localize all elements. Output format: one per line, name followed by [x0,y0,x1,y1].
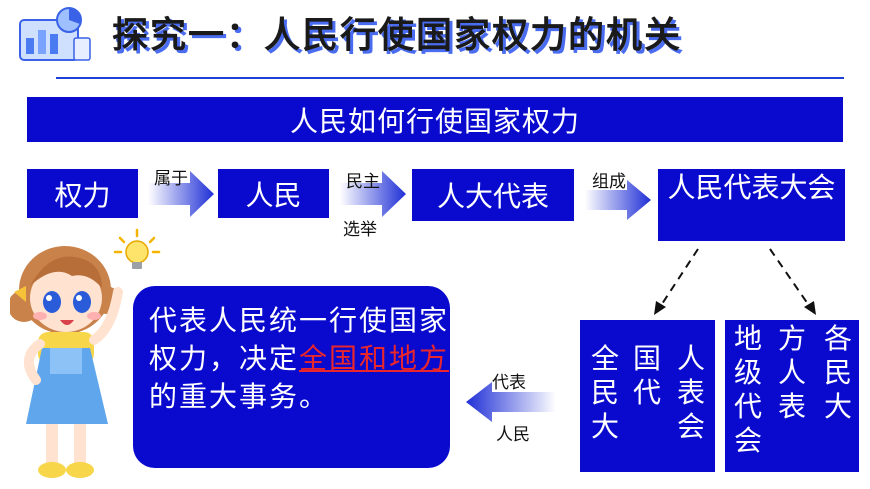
section-banner: 人民如何行使国家权力 [27,97,843,142]
page-title: 探究一：人民行使国家权力的机关 [112,15,683,56]
arrow-right-3 [585,180,651,220]
title-underline [56,77,844,79]
national-col-3: 人表会 [676,342,705,443]
summary-highlight: 全国和地方 [299,342,450,375]
arrow-right-1 [148,171,214,217]
box-deputies: 人大代表 [412,169,574,221]
summary-text-2: 的重大事务。 [149,380,330,413]
girl-cartoon [8,228,135,483]
box-power: 权力 [27,169,138,218]
box-national-congress: 全民大 国代 人表会 [580,320,715,472]
national-col-1: 全民大 [590,342,619,443]
national-col-2: 国代 [632,342,661,409]
arrow3-label: 组成 [592,172,626,192]
local-col-2: 方人表 [777,322,806,423]
local-col-3: 各民大 [823,322,852,423]
dashed-arrows [640,245,830,320]
lightbulb-icon [112,228,162,276]
arrow-left [466,382,556,422]
arrow2-label-top: 民主 [346,172,380,192]
local-col-1: 地级代会 [733,322,762,457]
arrow-right-2 [340,171,406,217]
left-arrow-label-top: 代表 [492,373,526,393]
arrow1-label: 属于 [154,169,188,189]
box-local-congress: 地级代会 方人表 各民大 [725,320,859,472]
box-congress: 人民代表大会 [658,169,845,241]
report-chart-icon [14,4,94,64]
summary-text-1: 代表人民统一行使国家权力，决定 [149,304,450,375]
arrow2-label-bottom: 选举 [343,220,377,240]
summary-box: 代表人民统一行使国家权力，决定全国和地方的重大事务。 [133,286,450,468]
box-congress-label: 人民代表大会 [667,171,836,204]
box-people: 人民 [218,169,329,218]
left-arrow-label-bottom: 人民 [496,425,530,445]
